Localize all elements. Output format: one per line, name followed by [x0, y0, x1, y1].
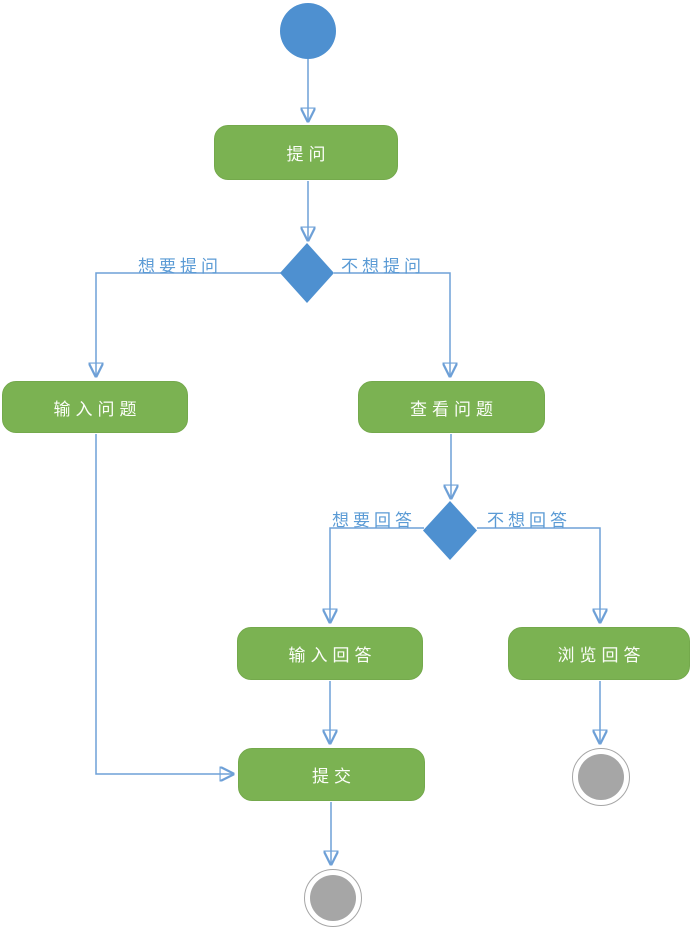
action-label-input-question: 输入问题 — [53, 399, 142, 420]
action-node-submit[interactable]: 提交 — [238, 748, 425, 801]
action-node-input-question[interactable]: 输入问题 — [2, 381, 188, 433]
edge-decision1-to-view-question — [334, 272, 450, 376]
final-node-browse[interactable] — [572, 748, 630, 806]
edge-label-not-want-ask: 不想提问 — [341, 257, 425, 277]
edge-decision2-to-input-answer — [330, 527, 424, 622]
action-label-browse-answer: 浏览回答 — [557, 646, 646, 666]
edge-decision1-to-input-question — [96, 272, 281, 376]
action-label-input-answer: 输入回答 — [288, 646, 377, 666]
final-node-core — [310, 875, 356, 921]
edge-input-question-to-submit — [95, 434, 233, 774]
edge-decision2-to-browse-answer — [477, 527, 600, 622]
action-label-submit: 提交 — [312, 767, 356, 787]
action-label-view-question: 查看问题 — [410, 399, 498, 420]
edge-label-want-ask: 想要提问 — [138, 257, 222, 277]
action-node-browse-answer[interactable]: 浏览回答 — [508, 627, 690, 680]
final-node-submit[interactable] — [304, 869, 362, 927]
initial-node[interactable] — [280, 3, 336, 59]
final-node-core — [578, 754, 624, 800]
edge-label-want-answer: 想要回答 — [332, 511, 416, 531]
action-node-ask[interactable]: 提问 — [214, 125, 398, 180]
action-label-ask: 提问 — [286, 145, 331, 165]
action-node-input-answer[interactable]: 输入回答 — [237, 627, 423, 680]
edge-label-not-want-answer: 不想回答 — [487, 511, 571, 531]
action-node-view-question[interactable]: 查看问题 — [358, 381, 545, 433]
